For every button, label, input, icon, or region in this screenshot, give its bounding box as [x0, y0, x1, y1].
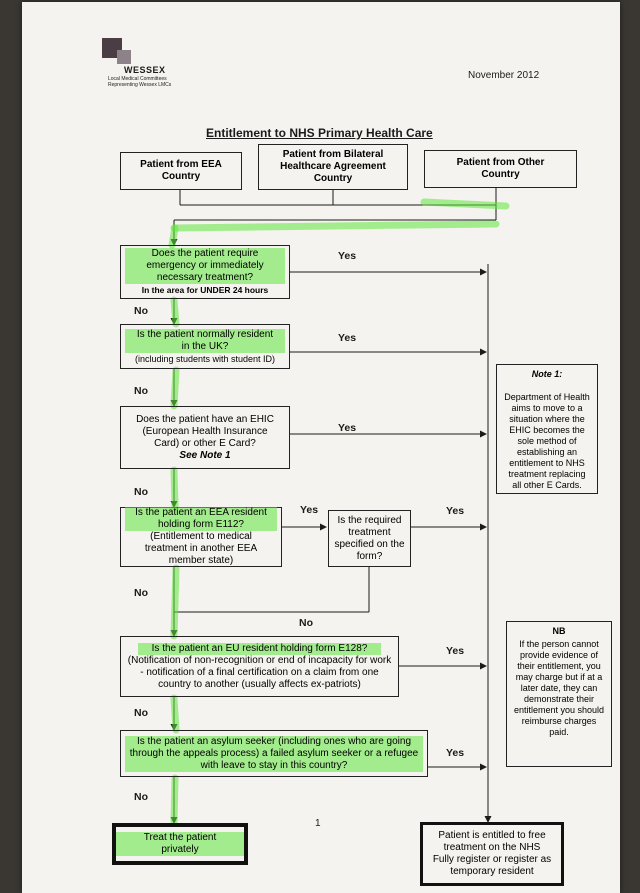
- outcome-nhs-line1: Patient is entitled to free treatment on…: [438, 830, 546, 853]
- outcome-nhs-line2: Fully register or register as temporary …: [432, 854, 552, 877]
- flowchart-connectors: [168, 188, 510, 826]
- question-ehic-text: Does the patient have an EHIC (European …: [136, 413, 274, 449]
- patient-type-other-label: Patient from Other Country: [456, 157, 545, 180]
- question-treatment-specified: Is the required treatment specified on t…: [328, 510, 411, 567]
- question-asylum-text: Is the patient an asylum seeker (includi…: [125, 735, 423, 772]
- label-yes-7: Yes: [446, 747, 465, 759]
- document-date: November 2012: [468, 70, 540, 81]
- outcome-nhs: Patient is entitled to free treatment on…: [420, 822, 564, 886]
- label-no-4: No: [134, 587, 148, 599]
- patient-type-other: Patient from Other Country: [424, 150, 577, 188]
- document-page: WESSEX Local Medical Committees Represen…: [22, 2, 620, 893]
- patient-type-eea-label: Patient from EEA Country: [140, 159, 222, 182]
- question-asylum: Is the patient an asylum seeker (includi…: [120, 730, 428, 777]
- label-yes-2: Yes: [338, 332, 357, 344]
- logo-square-light: [117, 50, 131, 64]
- question-emergency-text: Does the patient require emergency or im…: [125, 248, 285, 284]
- question-e112-text: Is the patient an EEA resident holding f…: [125, 507, 277, 531]
- question-emergency: Does the patient require emergency or im…: [120, 245, 290, 299]
- note-1: Note 1: Department of Health aims to mov…: [496, 364, 598, 494]
- nb-note: NB If the person cannot provide evidence…: [506, 621, 612, 767]
- label-no-3: No: [134, 486, 148, 498]
- question-e112: Is the patient an EEA resident holding f…: [120, 507, 282, 567]
- patient-type-bilateral: Patient from Bilateral Healthcare Agreem…: [258, 144, 408, 190]
- question-e128-sub: (Notification of non-recognition or end …: [127, 654, 392, 690]
- question-uk-resident: Is the patient normally resident in the …: [120, 324, 290, 369]
- question-e128-text: Is the patient an EU resident holding fo…: [137, 642, 382, 655]
- label-yes-3: Yes: [338, 422, 357, 434]
- question-e112-sub: (Entitlement to medical treatment in ano…: [144, 531, 258, 566]
- label-yes-1: Yes: [338, 250, 357, 262]
- logo-line-2: Representing Wessex LMCs: [108, 82, 172, 88]
- patient-type-eea: Patient from EEA Country: [120, 152, 242, 190]
- note-1-title: Note 1:: [531, 369, 563, 379]
- label-yes-5: Yes: [446, 505, 465, 517]
- logo-line-1: Local Medical Committees: [108, 76, 167, 82]
- patient-type-bilateral-label: Patient from Bilateral Healthcare Agreem…: [280, 149, 386, 184]
- page-number: 1: [315, 818, 321, 829]
- question-treatment-specified-text: Is the required treatment specified on t…: [334, 514, 405, 562]
- question-ehic: Does the patient have an EHIC (European …: [120, 406, 290, 469]
- question-emergency-sub: In the area for UNDER 24 hours: [141, 285, 269, 295]
- logo-name: WESSEX: [124, 65, 166, 75]
- question-ehic-sub: See Note 1: [179, 449, 231, 461]
- note-1-body: Department of Health aims to move to a s…: [504, 392, 590, 490]
- outcome-private-label: Treat the patient privately: [116, 832, 244, 856]
- label-yes-6: Yes: [446, 645, 465, 657]
- label-yes-4: Yes: [300, 504, 319, 516]
- outcome-private: Treat the patient privately: [112, 823, 248, 865]
- label-no-5: No: [299, 617, 313, 629]
- label-no-6: No: [134, 707, 148, 719]
- nb-note-title: NB: [552, 626, 566, 636]
- question-e128: Is the patient an EU resident holding fo…: [120, 636, 399, 697]
- label-no-2: No: [134, 385, 148, 397]
- nb-note-body: If the person cannot provide evidence of…: [513, 639, 605, 737]
- question-uk-resident-sub: (including students with student ID): [134, 353, 276, 364]
- page-title: Entitlement to NHS Primary Health Care: [206, 126, 433, 140]
- question-uk-resident-text: Is the patient normally resident in the …: [125, 328, 285, 353]
- label-no-1: No: [134, 305, 148, 317]
- label-no-7: No: [134, 791, 148, 803]
